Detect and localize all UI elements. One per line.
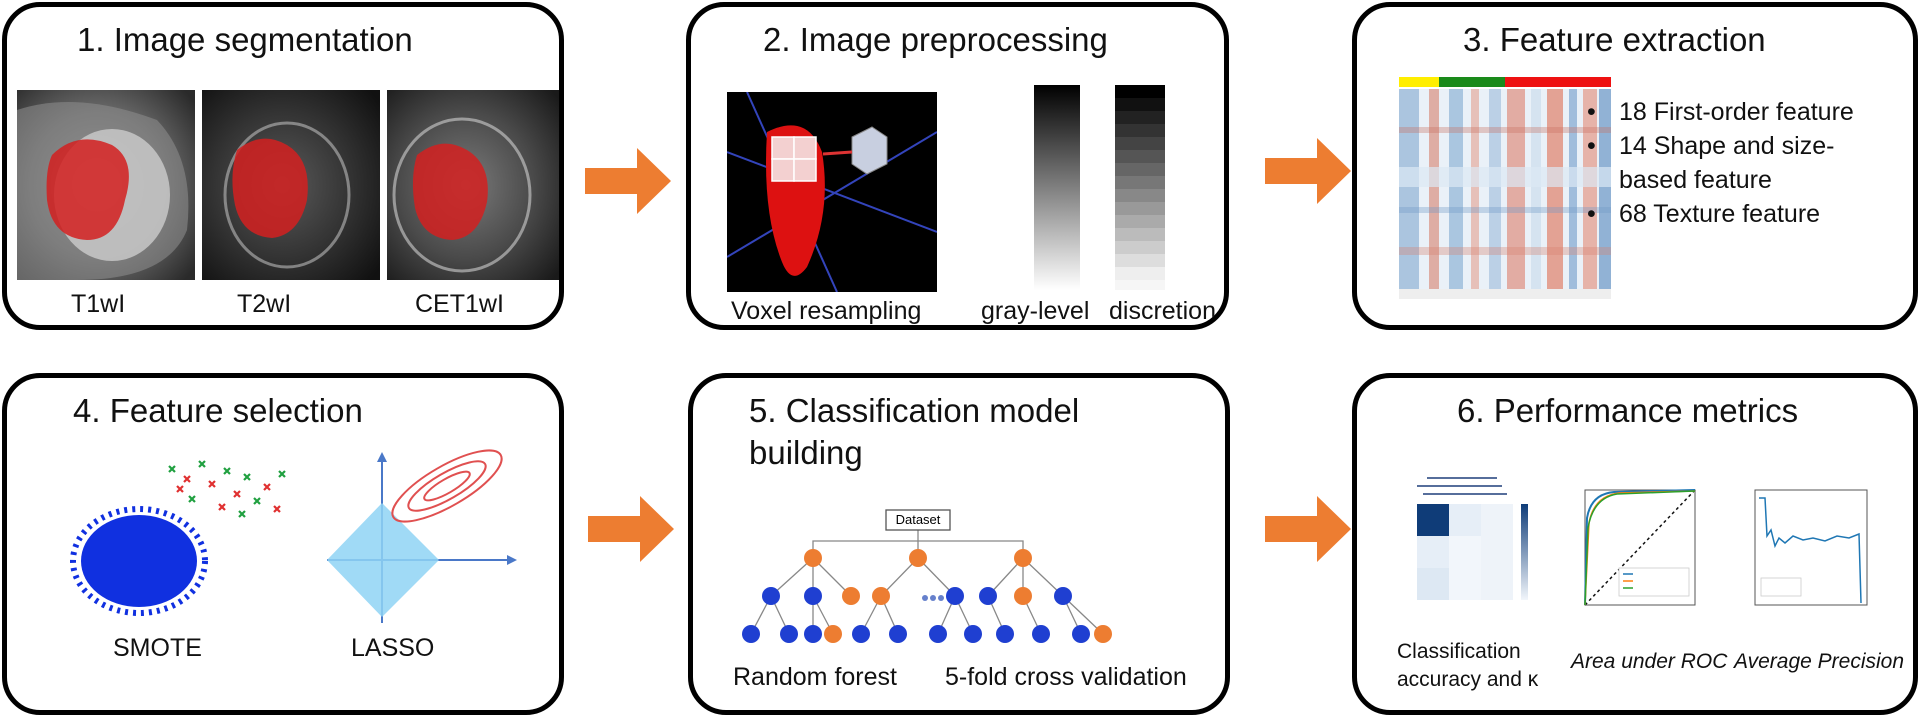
panel-title: 1. Image segmentation bbox=[77, 21, 413, 58]
panel-classification-model: 5. Classification model building Dataset… bbox=[688, 373, 1230, 715]
caption-classification-accuracy-line2: accuracy and κ bbox=[1397, 668, 1539, 691]
gray-level-gradient bbox=[1034, 85, 1080, 290]
caption-average-precision: Average Precision bbox=[1734, 650, 1905, 673]
caption-lasso: LASSO bbox=[351, 634, 435, 662]
caption-smote: SMOTE bbox=[113, 634, 202, 662]
arrow-right-icon bbox=[585, 148, 671, 214]
tree-root-label: Dataset bbox=[896, 512, 941, 527]
voxel-resampling-image bbox=[727, 92, 937, 292]
panel-performance-metrics: 6. Performance metrics Classification ac… bbox=[1352, 373, 1918, 715]
feature-heatmap bbox=[1399, 77, 1611, 299]
panel-title: 6. Performance metrics bbox=[1457, 392, 1799, 429]
panel-title: 3. Feature extraction bbox=[1463, 21, 1766, 58]
feature-item: 14 Shape and size-based feature bbox=[1585, 129, 1885, 197]
lasso-plot bbox=[327, 449, 517, 623]
random-forest-diagram: Dataset bbox=[742, 509, 1112, 643]
caption-gray-level: gray-level bbox=[981, 297, 1090, 325]
arrow-right-icon bbox=[588, 496, 674, 562]
caption-t2wi: T2wI bbox=[237, 290, 292, 318]
panel-title-line2: building bbox=[749, 434, 863, 471]
panel-title: 4. Feature selection bbox=[73, 392, 363, 429]
caption-classification-accuracy-line1: Classification bbox=[1397, 640, 1521, 663]
caption-discretion: discretion bbox=[1109, 297, 1216, 325]
mri-images bbox=[17, 90, 559, 280]
arrow-right-icon bbox=[1265, 496, 1351, 562]
arrow-right-icon bbox=[1265, 138, 1351, 204]
feature-item: 68 Texture feature bbox=[1585, 197, 1885, 231]
panel-feature-extraction: 3. Feature extraction 18 First-order fea… bbox=[1352, 2, 1918, 330]
caption-t1wi: T1wI bbox=[71, 290, 126, 318]
panel-image-preprocessing: 2. Image preprocessing bbox=[686, 2, 1229, 330]
feature-list: 18 First-order feature 14 Shape and size… bbox=[1585, 95, 1885, 231]
caption-cross-validation: 5-fold cross validation bbox=[945, 663, 1187, 691]
feature-item: 18 First-order feature bbox=[1585, 95, 1885, 129]
caption-area-under-roc: Area under ROC bbox=[1571, 650, 1728, 673]
roc-curve-thumbnail bbox=[1584, 489, 1696, 606]
panel-image-segmentation: 1. Image segmentation T1wI T2wI CET1wI bbox=[2, 2, 564, 330]
panel-feature-selection: 4. Feature selection bbox=[2, 373, 564, 715]
panel-title: 2. Image preprocessing bbox=[763, 21, 1108, 58]
average-precision-thumbnail bbox=[1754, 489, 1868, 606]
caption-cet1wi: CET1wI bbox=[415, 290, 504, 318]
caption-voxel-resampling: Voxel resampling bbox=[731, 297, 922, 325]
caption-random-forest: Random forest bbox=[733, 663, 897, 691]
smote-scatter bbox=[70, 460, 286, 616]
confusion-matrix-thumbnail bbox=[1417, 477, 1528, 600]
discretized-gradient bbox=[1115, 85, 1165, 290]
panel-title-line1: 5. Classification model bbox=[749, 392, 1080, 429]
